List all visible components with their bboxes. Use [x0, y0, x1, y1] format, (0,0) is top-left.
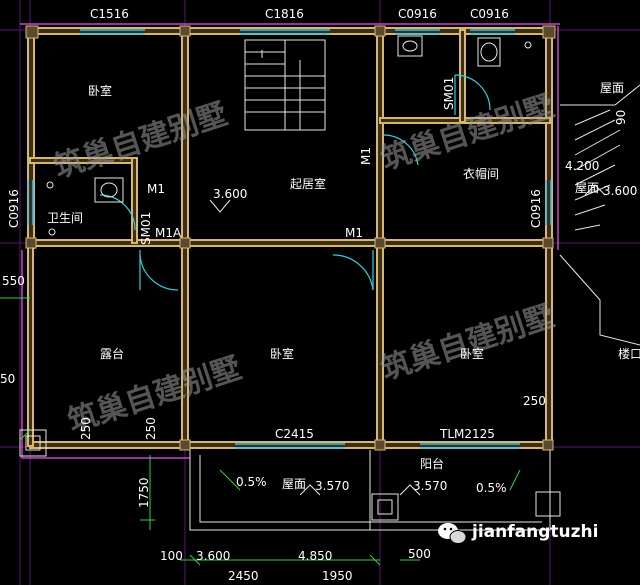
slope-labels: 0.5% 0.5% [236, 475, 507, 495]
dim-1950: 1950 [322, 569, 353, 583]
elevation-roof-left: 3.570 [315, 479, 349, 493]
window-tag-c2415: C2415 [275, 427, 314, 441]
room-living: 起居室 [290, 176, 326, 191]
elevation-labels: 3.600 3.570 3.570 4.200 3.600 3.600 4.85… [196, 159, 637, 563]
window-tag-c1816: C1816 [265, 7, 304, 21]
brand-badge: jianfangtuzhi [438, 522, 598, 544]
dim-250-west: 250 [79, 417, 93, 440]
elevation-markers [209, 184, 606, 496]
room-bedroom-center: 卧室 [270, 346, 294, 361]
elevation-roof-right: 3.570 [413, 479, 447, 493]
dim-250-mid: 250 [144, 417, 158, 440]
window-tag-c1516: C1516 [90, 7, 129, 21]
building-outline [20, 23, 560, 459]
door-tag-m1-center: M1 [345, 226, 363, 240]
door-tag-m1-cloak: M1 [359, 147, 373, 165]
window-tags: C1516 C1816 C0916 C0916 C0916 C0916 C241… [7, 7, 543, 441]
dimension-lines [0, 297, 521, 566]
door-tag-m1-bath: M1 [147, 182, 165, 196]
room-stair-cut: 楼口 [618, 346, 640, 361]
brand-handle: jianfangtuzhi [471, 522, 598, 542]
fixtures [46, 35, 532, 236]
dim-500: 500 [408, 547, 431, 561]
door-tag-m1a: M1A [155, 226, 182, 240]
room-roof-south: 屋面 [282, 477, 306, 491]
doors [99, 74, 491, 291]
room-balcony: 阳台 [420, 456, 444, 471]
dim-50: 50 [0, 372, 15, 386]
slope-left: 0.5% [236, 475, 267, 489]
dim-550: 550 [2, 274, 25, 288]
slope-right: 0.5% [476, 481, 507, 495]
dim-1750: 1750 [137, 477, 151, 508]
room-bedroom-east: 卧室 [460, 346, 484, 361]
room-cloakroom: 衣帽间 [463, 166, 499, 181]
elevation-roof-ne-a: 4.200 [565, 159, 599, 173]
dimension-labels: 550 50 250 250 250 1750 100 2450 1950 50… [0, 110, 628, 583]
window-tag-c0916-b: C0916 [470, 7, 509, 21]
stairs [244, 39, 326, 131]
window-tag-c0916-a: C0916 [398, 7, 437, 21]
elevation-roof-ne-b: 3.600 [603, 184, 637, 198]
room-terrace: 露台 [100, 346, 124, 361]
balcony-outline [189, 450, 551, 531]
room-bathroom: 卫生间 [47, 211, 83, 225]
door-tag-sm01-bath: SM01 [139, 212, 153, 245]
dim-100: 100 [160, 549, 183, 563]
door-tags: M1 M1A SM01 SM01 M1 M1 [139, 77, 456, 245]
room-labels: 卧室 卫生间 起居室 衣帽间 露台 卧室 卧室 阳台 屋面 屋面 屋面 楼口 [47, 81, 640, 491]
dim-90: 90 [614, 110, 628, 125]
roof-east [559, 84, 640, 346]
windows [27, 29, 552, 449]
wechat-icon [438, 523, 467, 544]
elevation-living: 3.600 [213, 187, 247, 201]
elevation-bottom-left: 3.600 [196, 549, 230, 563]
room-bedroom-nw: 卧室 [88, 83, 112, 98]
elevation-bottom-mid: 4.850 [298, 549, 332, 563]
dim-2450: 2450 [228, 569, 259, 583]
door-tag-sm01-wc: SM01 [442, 77, 456, 110]
columns [19, 25, 561, 521]
window-tag-c0916-west: C0916 [7, 189, 21, 228]
room-roof-ne: 屋面 [600, 81, 624, 95]
window-tag-tlm2125: TLM2125 [439, 427, 495, 441]
room-roof-e: 屋面 [575, 181, 599, 195]
window-tag-c0916-east: C0916 [529, 189, 543, 228]
dim-250-east: 250 [523, 394, 546, 408]
